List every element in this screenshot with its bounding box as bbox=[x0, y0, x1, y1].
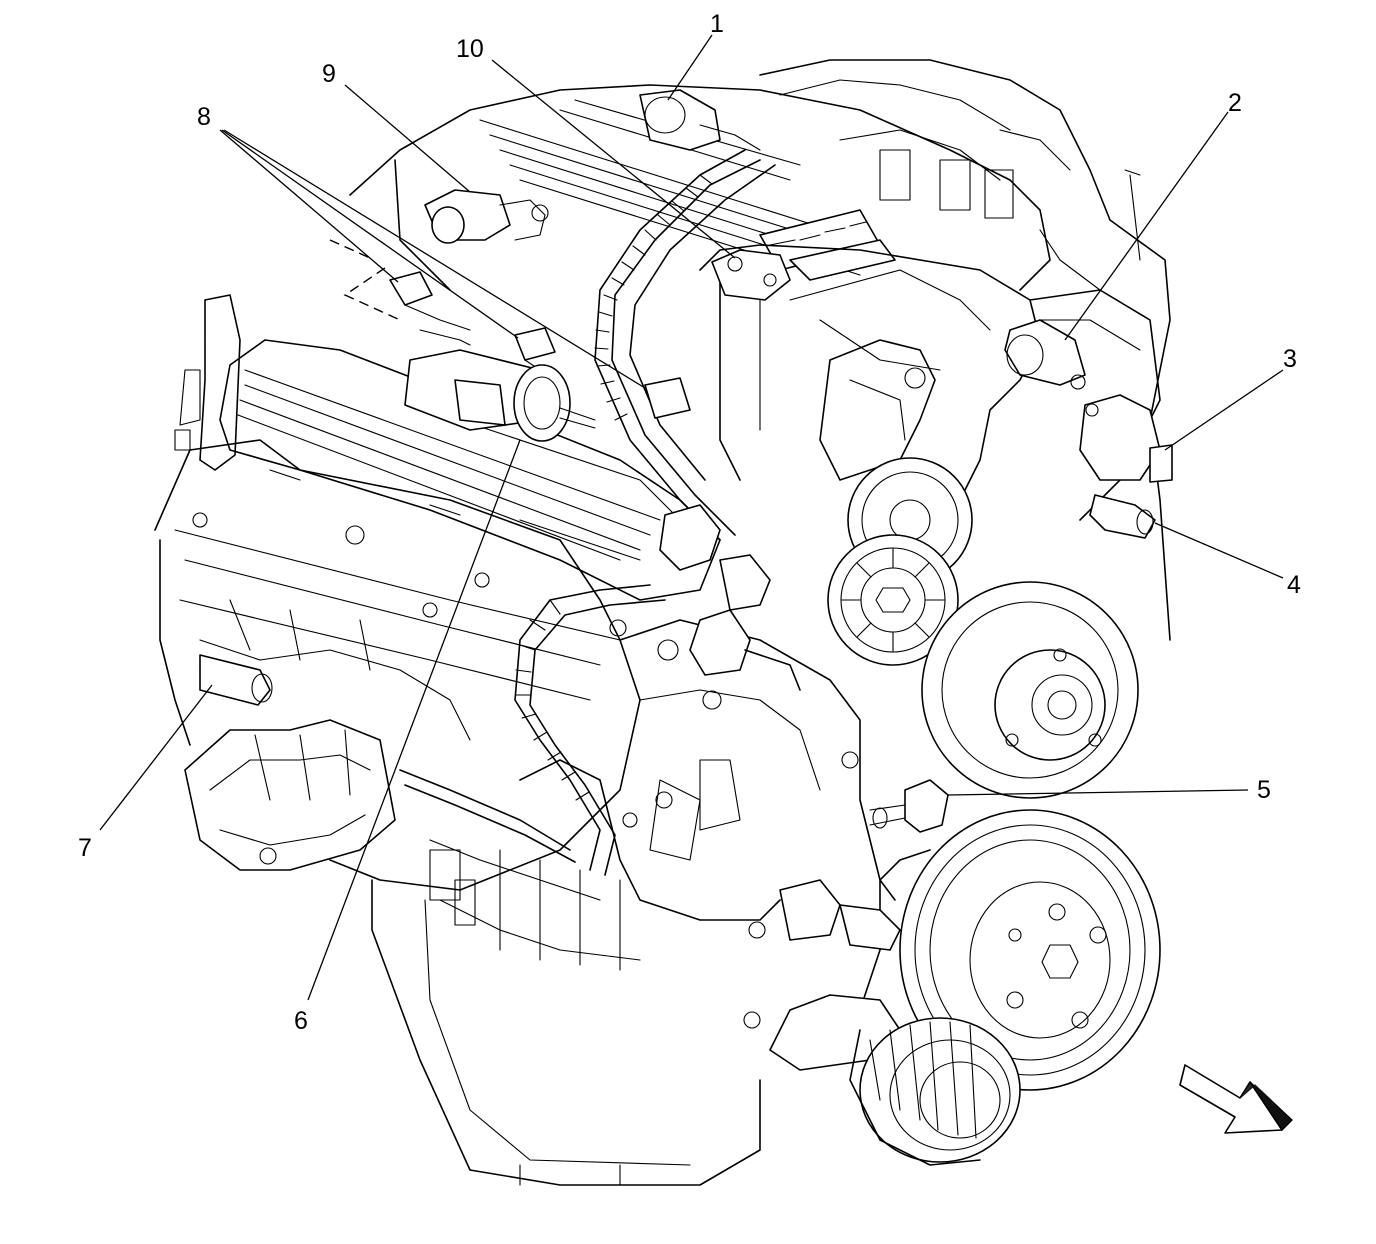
leader-10 bbox=[491, 59, 736, 259]
callout-9: 9 bbox=[322, 60, 336, 88]
map-sensor bbox=[424, 189, 549, 244]
front-direction-arrow-icon bbox=[1179, 1064, 1293, 1134]
wiring-harness bbox=[399, 149, 776, 876]
callout-3: 3 bbox=[1283, 345, 1297, 373]
leader-4 bbox=[1154, 522, 1284, 579]
leader-8b bbox=[221, 129, 519, 339]
timing-cover bbox=[619, 619, 881, 1051]
callout-labels: 1 2 3 4 5 6 7 8 9 10 bbox=[78, 10, 1301, 1035]
coolant-temp-sensor bbox=[1089, 494, 1156, 539]
callout-8: 8 bbox=[197, 103, 211, 131]
intake-plenum bbox=[699, 244, 1041, 501]
right-valve-area bbox=[1029, 289, 1161, 521]
leader-3 bbox=[1164, 369, 1284, 451]
front-bracket-left bbox=[174, 294, 241, 471]
coolant-hoses bbox=[659, 504, 901, 951]
oxygen-sensor bbox=[199, 654, 273, 706]
water-pump-pulley bbox=[921, 581, 1139, 799]
callout-2: 2 bbox=[1228, 89, 1242, 117]
callout-10: 10 bbox=[456, 35, 484, 63]
evap-solenoid bbox=[404, 329, 596, 442]
leader-lines bbox=[99, 34, 1284, 1001]
upper-intake bbox=[349, 84, 1051, 291]
engine-drawing bbox=[154, 59, 1293, 1186]
alternator-bracket bbox=[819, 339, 936, 481]
camshaft-position-sensor bbox=[1079, 394, 1173, 483]
fuel-pressure-regulator bbox=[639, 89, 761, 151]
oil-pan bbox=[371, 879, 761, 1186]
oil-filter bbox=[769, 994, 1021, 1166]
harness-routing-dashed bbox=[343, 267, 401, 321]
leader-9 bbox=[344, 84, 471, 193]
idle-air-control-valve bbox=[1004, 319, 1086, 390]
leader-1 bbox=[667, 34, 713, 101]
leader-6 bbox=[307, 439, 521, 1001]
left-cylinder-block bbox=[154, 439, 641, 891]
leader-7 bbox=[99, 684, 213, 831]
left-valve-cover bbox=[219, 339, 721, 601]
crankshaft-position-sensor bbox=[869, 779, 949, 833]
lower-front-block bbox=[429, 759, 781, 1029]
leader-8c bbox=[223, 129, 646, 389]
callout-6: 6 bbox=[294, 1007, 308, 1035]
exhaust-manifold bbox=[184, 719, 396, 871]
right-cylinder-bank bbox=[759, 59, 1171, 641]
crank-pulley bbox=[879, 809, 1161, 1091]
callout-4: 4 bbox=[1287, 571, 1301, 599]
injectors bbox=[389, 271, 691, 419]
tensioner-pulley bbox=[827, 534, 959, 666]
leader-5 bbox=[947, 789, 1249, 796]
callout-1: 1 bbox=[710, 10, 724, 38]
leader-2 bbox=[1064, 111, 1229, 341]
callout-5: 5 bbox=[1257, 776, 1271, 804]
callout-7: 7 bbox=[78, 834, 92, 862]
leader-8a bbox=[219, 129, 399, 283]
tube-dashed bbox=[329, 239, 371, 259]
